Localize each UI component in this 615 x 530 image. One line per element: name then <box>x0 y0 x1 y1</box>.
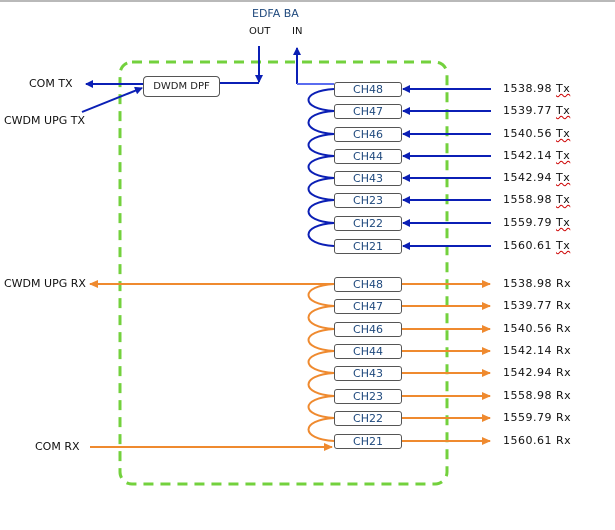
cwdm-upg-tx-label: CWDM UPG TX <box>4 114 85 127</box>
direction-label: Tx <box>556 216 571 229</box>
wavelength-value: 1542.14 <box>503 344 552 357</box>
rx-loop-arc <box>307 372 335 397</box>
tx-channel-box-ch46: CH46 <box>334 127 402 142</box>
rx-loop-arc <box>307 305 335 330</box>
edfa-out-label: OUT <box>249 26 271 37</box>
tx-wavelength-label: 1538.98 Tx <box>503 83 570 95</box>
direction-label: Tx <box>556 239 571 252</box>
tx-loop-arc <box>307 155 335 179</box>
wavelength-value: 1558.98 <box>503 193 552 206</box>
rx-wavelength-label: 1540.56 Rx <box>503 323 571 335</box>
wavelength-value: 1542.94 <box>503 171 552 184</box>
direction-label: Rx <box>556 434 572 447</box>
rx-wavelength-label: 1542.94 Rx <box>503 367 571 379</box>
wavelength-value: 1542.94 <box>503 366 552 379</box>
wavelength-value: 1538.98 <box>503 82 552 95</box>
tx-loop-arc <box>307 199 335 224</box>
tx-channel-box-ch43: CH43 <box>334 171 402 186</box>
tx-loop-arc <box>307 110 335 135</box>
direction-label: Tx <box>556 82 571 95</box>
tx-loop-arc <box>307 177 335 201</box>
rx-loop-arc <box>307 350 335 374</box>
tx-wavelength-label: 1560.61 Tx <box>503 240 570 252</box>
direction-label: Rx <box>556 277 572 290</box>
rx-wavelength-label: 1559.79 Rx <box>503 412 571 424</box>
rx-channel-box-ch43: CH43 <box>334 366 402 381</box>
dwdm-dpf-box: DWDM DPF <box>143 76 220 97</box>
tx-channel-box-ch21: CH21 <box>334 239 402 254</box>
cwdm-upg-rx-label: CWDM UPG RX <box>4 277 86 290</box>
direction-label: Rx <box>556 322 572 335</box>
tx-channel-box-ch44: CH44 <box>334 149 402 164</box>
direction-label: Tx <box>556 193 571 206</box>
wavelength-value: 1542.14 <box>503 149 552 162</box>
direction-label: Rx <box>556 299 572 312</box>
wavelength-value: 1558.98 <box>503 389 552 402</box>
wavelength-value: 1538.98 <box>503 277 552 290</box>
rx-channel-box-ch46: CH46 <box>334 322 402 337</box>
rx-channel-box-ch21: CH21 <box>334 434 402 449</box>
tx-wavelength-label: 1542.14 Tx <box>503 150 570 162</box>
tx-wavelength-label: 1559.79 Tx <box>503 217 570 229</box>
rx-channel-box-ch48: CH48 <box>334 277 402 292</box>
tx-channel-box-ch47: CH47 <box>334 104 402 119</box>
cwdm-upg-tx-line <box>81 86 143 113</box>
wavelength-value: 1559.79 <box>503 216 552 229</box>
direction-label: Tx <box>556 127 571 140</box>
tx-loop-arc <box>307 88 335 112</box>
com-rx-label: COM RX <box>35 440 80 453</box>
wavelength-value: 1539.77 <box>503 104 552 117</box>
wavelength-value: 1560.61 <box>503 239 552 252</box>
direction-label: Tx <box>556 171 571 184</box>
wavelength-value: 1560.61 <box>503 434 552 447</box>
rx-wavelength-label: 1538.98 Rx <box>503 278 571 290</box>
module-boundary <box>118 60 449 486</box>
rx-loop-arc <box>307 395 335 419</box>
rx-wavelength-label: 1542.14 Rx <box>503 345 571 357</box>
direction-label: Rx <box>556 344 572 357</box>
rx-wavelength-label: 1558.98 Rx <box>503 390 571 402</box>
rx-wavelength-label: 1539.77 Rx <box>503 300 571 312</box>
rx-channel-box-ch23: CH23 <box>334 389 402 404</box>
tx-wavelength-label: 1540.56 Tx <box>503 128 570 140</box>
rx-loop-arc <box>307 417 335 442</box>
edfa-in-label: IN <box>292 26 303 37</box>
edfa-title: EDFA BA <box>252 7 299 20</box>
tx-channel-box-ch23: CH23 <box>334 193 402 208</box>
rx-wavelength-label: 1560.61 Rx <box>503 435 571 447</box>
rx-loop-arc <box>307 283 335 307</box>
wavelength-value: 1540.56 <box>503 322 552 335</box>
rx-channel-box-ch22: CH22 <box>334 411 402 426</box>
tx-channel-box-ch48: CH48 <box>334 82 402 97</box>
direction-label: Rx <box>556 411 572 424</box>
wavelength-value: 1559.79 <box>503 411 552 424</box>
wavelength-value: 1539.77 <box>503 299 552 312</box>
direction-label: Rx <box>556 366 572 379</box>
tx-loop-arc <box>307 133 335 157</box>
rx-loop-arc <box>307 328 335 352</box>
direction-label: Rx <box>556 389 572 402</box>
direction-label: Tx <box>556 149 571 162</box>
top-border <box>0 0 615 2</box>
tx-wavelength-label: 1558.98 Tx <box>503 194 570 206</box>
tx-loop-arc <box>307 222 335 247</box>
com-tx-label: COM TX <box>29 77 73 90</box>
tx-wavelength-label: 1542.94 Tx <box>503 172 570 184</box>
wavelength-value: 1540.56 <box>503 127 552 140</box>
direction-label: Tx <box>556 104 571 117</box>
rx-channel-box-ch44: CH44 <box>334 344 402 359</box>
tx-channel-box-ch22: CH22 <box>334 216 402 231</box>
tx-wavelength-label: 1539.77 Tx <box>503 105 570 117</box>
rx-channel-box-ch47: CH47 <box>334 299 402 314</box>
